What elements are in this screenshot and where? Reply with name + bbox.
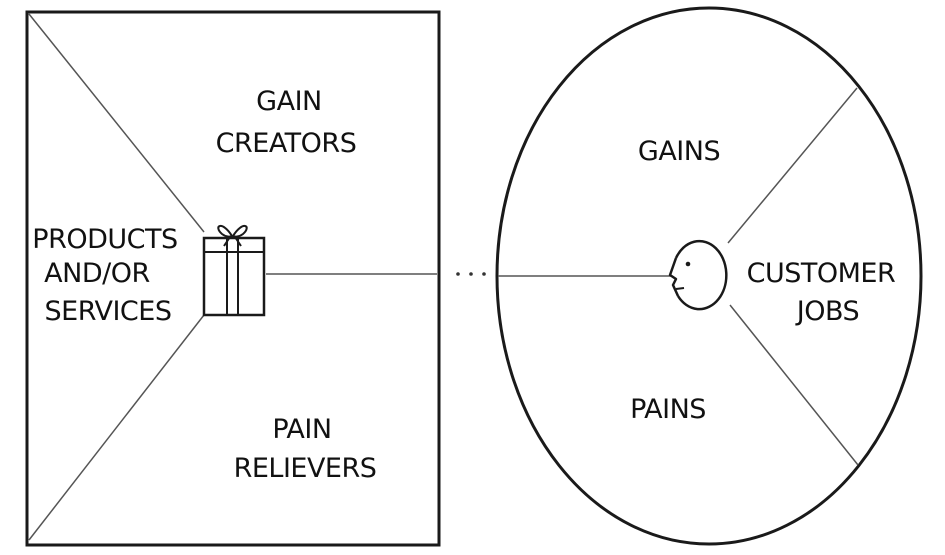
value-map-divider-bottom: [28, 314, 205, 541]
pains-label: PAINS: [630, 394, 706, 425]
customer-profile-divider-top: [727, 87, 858, 244]
value-map-divider-top: [28, 13, 205, 233]
products-services-line-1: PRODUCTS: [32, 224, 177, 255]
products-services-line-3: SERVICES: [45, 296, 172, 327]
value-map: GAIN CREATORS PRODUCTS AND/OR SERVICES P…: [25, 10, 441, 547]
pain-relievers-line-2: RELIEVERS: [234, 453, 377, 484]
gift-box-icon: [202, 225, 266, 317]
customer-jobs-label: CUSTOMER JOBS: [747, 258, 904, 327]
customer-profile: GAINS CUSTOMER JOBS PAINS: [495, 6, 923, 546]
customer-face-icon: [668, 239, 728, 311]
gain-creators-line-2: CREATORS: [216, 128, 357, 159]
products-services-line-2: AND/OR: [44, 258, 150, 289]
customer-profile-divider-bottom: [729, 304, 859, 466]
products-services-label: PRODUCTS AND/OR SERVICES: [32, 224, 185, 327]
gain-creators-label: GAIN CREATORS: [216, 86, 357, 159]
gain-creators-line-1: GAIN: [256, 86, 322, 117]
customer-jobs-line-1: CUSTOMER: [747, 258, 896, 289]
pain-relievers-line-1: PAIN: [272, 414, 331, 445]
connector-dots: [456, 272, 486, 276]
gains-label: GAINS: [638, 136, 720, 167]
customer-jobs-line-2: JOBS: [795, 296, 859, 327]
pain-relievers-label: PAIN RELIEVERS: [234, 414, 377, 484]
